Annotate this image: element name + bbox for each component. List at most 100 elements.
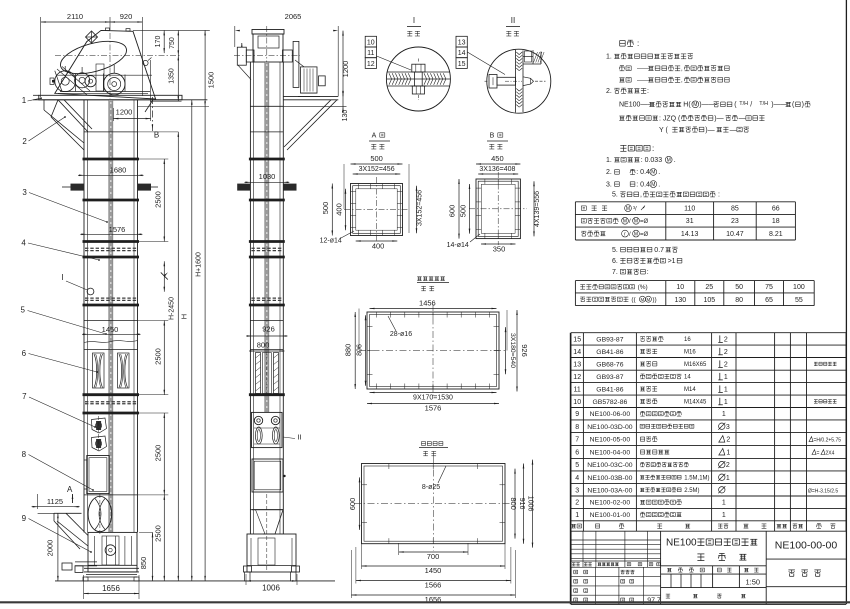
svg-text:2500: 2500 [153,348,162,365]
svg-text:14.13: 14.13 [681,231,699,238]
svg-text:1: 1 [724,374,728,381]
svg-text:³/: ³/ [633,206,637,212]
svg-text:2.: 2. [606,88,612,95]
svg-text:80: 80 [735,297,743,304]
svg-text:A: A [372,133,377,140]
svg-text:11: 11 [367,50,374,57]
svg-text:3X152=456: 3X152=456 [417,190,424,226]
svg-text:,: , [640,192,642,199]
svg-text:I: I [61,273,63,282]
svg-text:11: 11 [574,386,581,393]
svg-text:15: 15 [458,61,466,68]
svg-text:GB68-76: GB68-76 [596,361,623,368]
svg-text:M: M [623,219,627,225]
svg-text:3X152=456: 3X152=456 [359,166,395,173]
svg-text:350: 350 [493,245,506,254]
svg-text:(: ( [734,102,737,109]
svg-text:8: 8 [575,424,579,431]
svg-text:M: M [634,219,638,225]
svg-text:6: 6 [22,349,27,358]
svg-text:2: 2 [575,500,579,507]
svg-text:450: 450 [491,154,504,163]
svg-text:1: 1 [722,500,726,507]
svg-text:=Ø: =Ø [640,219,649,225]
svg-text:1456: 1456 [419,299,436,308]
svg-text:1: 1 [722,411,726,418]
svg-text:NE100-06-00: NE100-06-00 [590,411,631,418]
svg-text:12: 12 [367,61,375,68]
svg-text:2: 2 [724,336,728,343]
svg-text:8.21: 8.21 [769,231,783,238]
svg-text:110: 110 [684,206,695,213]
svg-text:400: 400 [372,242,385,251]
svg-text:400: 400 [335,203,344,216]
svg-text:6.: 6. [612,258,618,265]
svg-text:1.5M,1M): 1.5M,1M) [684,476,709,482]
svg-text:9: 9 [575,411,579,418]
svg-text:1: 1 [724,386,728,393]
svg-text:14: 14 [684,375,691,381]
svg-text:8-ø25: 8-ø25 [422,484,440,491]
svg-text:600: 600 [448,205,457,218]
svg-text:r: r [624,231,626,237]
svg-text:1.: 1. [606,157,612,164]
svg-text:): ) [802,102,804,109]
svg-text:10: 10 [573,399,581,406]
svg-text:2500: 2500 [153,191,162,208]
svg-text:—: — [739,115,746,122]
svg-text:H-2450: H-2450 [168,297,175,320]
svg-text:4: 4 [575,475,579,482]
svg-text:NE100-04-00: NE100-04-00 [590,450,631,457]
svg-text::: : [647,88,649,95]
svg-text:700: 700 [427,552,440,561]
svg-text:12-ø14: 12-ø14 [320,238,342,245]
svg-text:3: 3 [22,188,27,197]
svg-text:500: 500 [458,205,467,218]
svg-text:0.7: 0.7 [654,247,664,254]
svg-text:3X180=540: 3X180=540 [509,333,516,368]
svg-text:916: 916 [518,498,525,510]
svg-text:H(: H( [683,102,691,109]
svg-text::: : [647,269,649,276]
svg-text:(: ( [792,102,795,109]
svg-text:880: 880 [344,344,353,357]
svg-text:NE100-00-00: NE100-00-00 [775,540,838,552]
svg-text:A: A [67,485,73,494]
svg-text:4: 4 [21,238,26,247]
svg-text:2: 2 [726,462,730,469]
svg-text:15: 15 [573,336,581,343]
svg-text:500: 500 [321,202,330,215]
svg-text:2065: 2065 [285,12,302,21]
svg-text:5.: 5. [612,247,618,254]
svg-text::: : [637,39,639,48]
svg-text:M: M [651,170,655,176]
svg-text:1030: 1030 [259,172,276,181]
svg-text:H+1600: H+1600 [196,252,203,277]
svg-text:1576: 1576 [109,225,126,234]
svg-text:10: 10 [367,40,375,47]
svg-text:1006: 1006 [527,496,534,512]
svg-text:50: 50 [735,284,743,291]
svg-text:Y (: Y ( [659,127,668,134]
svg-text:2110: 2110 [67,12,83,21]
svg-text:1: 1 [22,96,27,105]
svg-text:T/H: T/H [739,101,748,107]
svg-text:28-ø16: 28-ø16 [390,331,412,338]
svg-text:10: 10 [676,284,684,291]
svg-text:M16X65: M16X65 [684,362,707,368]
svg-text:/: / [750,102,752,109]
svg-text:66: 66 [772,206,780,213]
svg-text:B: B [154,131,159,140]
svg-text:M: M [693,102,697,108]
svg-text:65: 65 [765,297,773,304]
svg-text:170: 170 [155,36,162,48]
svg-text:2: 2 [22,137,27,146]
svg-text:1: 1 [724,399,728,406]
svg-text:1656: 1656 [425,595,442,604]
svg-text:14: 14 [458,50,466,57]
svg-text:)—: )— [705,127,714,134]
svg-text::: : [652,144,654,153]
svg-text:M: M [641,297,645,302]
svg-text:2500: 2500 [153,445,162,462]
svg-text:2: 2 [724,349,728,356]
